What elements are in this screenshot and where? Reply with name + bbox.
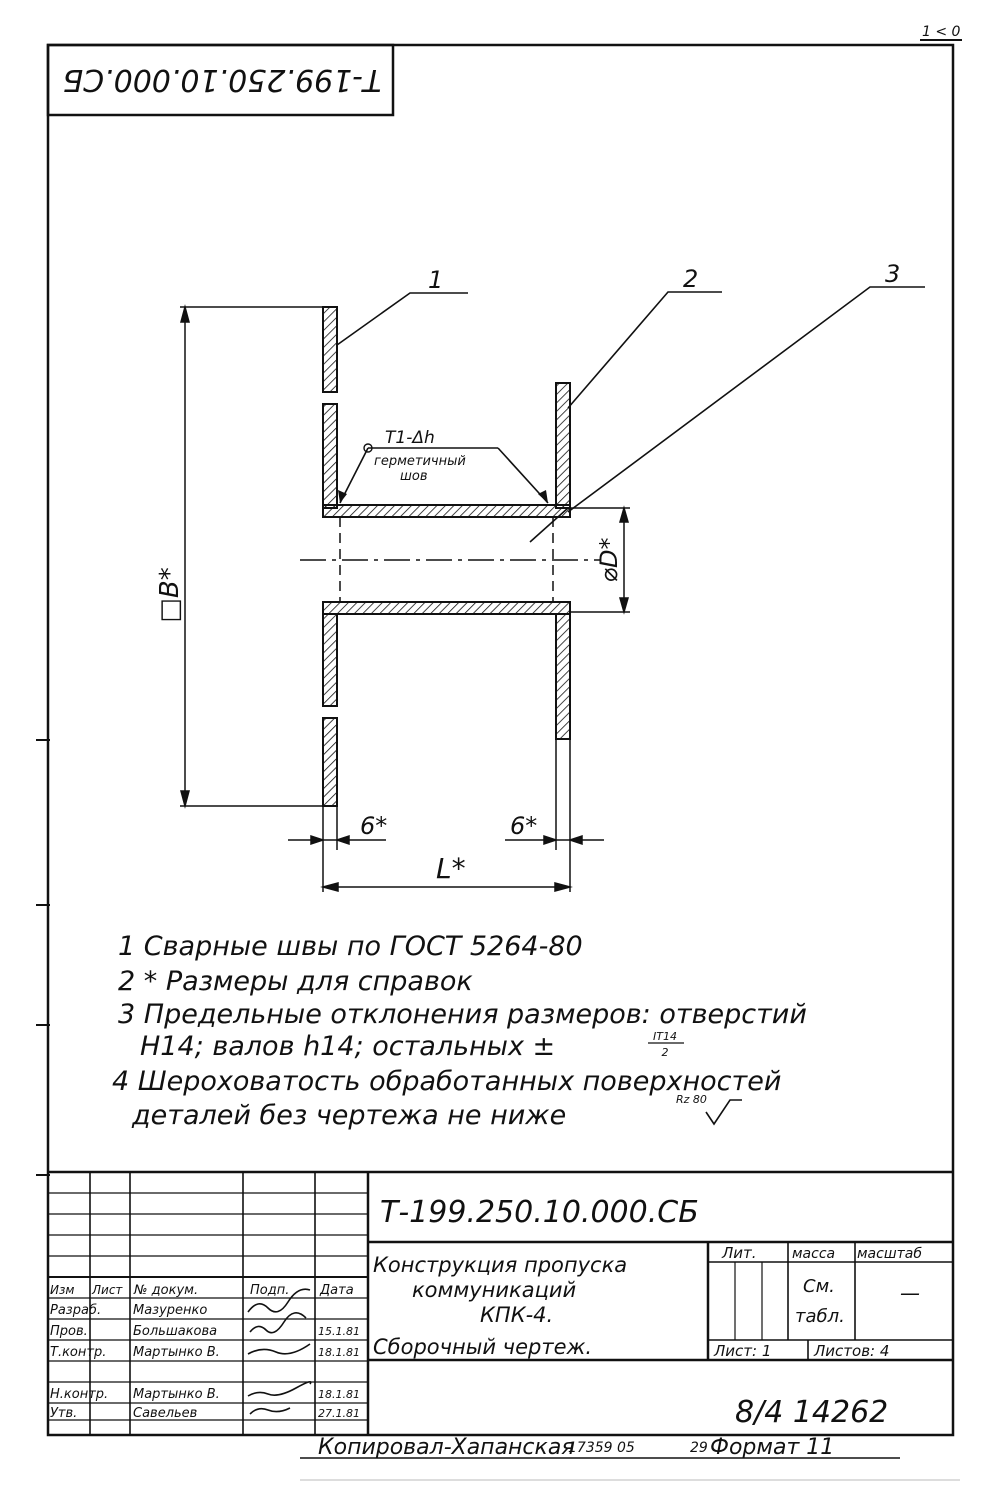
title-name-3: КПК-4. [480, 1303, 553, 1327]
callout-3: 3 [885, 260, 900, 288]
dimension-b-label: □В* [155, 567, 185, 622]
footer-num: 29 [690, 1440, 708, 1456]
footer-copied: Копировал-Хапанская [318, 1435, 575, 1460]
callout-2: 2 [683, 265, 698, 293]
header-sign: Подп. [250, 1283, 289, 1298]
note-1: 1 Сварные швы по ГОСТ 5264-80 [118, 931, 583, 962]
row-date: 15.1.81 [318, 1325, 360, 1338]
title-doc-code: Т-199.250.10.000.СБ [380, 1195, 699, 1230]
header-list: Лист [91, 1283, 123, 1297]
scale-label: масштаб [857, 1246, 922, 1262]
weld-note-1: герметичный [374, 454, 466, 469]
row-name: Савельев [133, 1406, 197, 1421]
roughness-value: Rz 80 [676, 1093, 707, 1106]
note-4: 4 Шероховатость обработанных поверхносте… [112, 1066, 781, 1097]
dimension-thickness [288, 739, 604, 892]
top-stamp-box [46, 43, 395, 117]
row-date: 18.1.81 [318, 1388, 360, 1401]
dimension-l-label: L* [436, 852, 466, 885]
title-block-grid [48, 1170, 953, 1435]
callout-1: 1 [428, 266, 443, 294]
weld-symbol-code: Т1-Δh [385, 428, 435, 448]
lit-label: Лит. [721, 1244, 757, 1262]
pipe [322, 504, 571, 615]
dimension-l [320, 882, 573, 892]
technical-notes: 1 Сварные швы по ГОСТ 5264-80 2 * Размер… [112, 931, 807, 1131]
row-role: Утв. [50, 1406, 77, 1421]
scale-value: — [900, 1281, 920, 1305]
row-name: Большакова [133, 1324, 217, 1339]
inventory-number: 8/4 14262 [735, 1395, 888, 1430]
note-4-cont: деталей без чертежа не ниже [131, 1100, 566, 1131]
callout-leaders [336, 286, 925, 543]
mass-value-2: табл. [795, 1306, 845, 1327]
dimension-d [570, 505, 630, 615]
header-date: Дата [319, 1283, 354, 1298]
mass-value-1: См. [803, 1276, 835, 1297]
signature-rows: Разраб. Мазуренко Пров. Большакова 15.1.… [50, 1303, 360, 1421]
title-name-1: Конструкция пропуска [373, 1253, 627, 1277]
margin-ticks [36, 739, 50, 1176]
row-role: Разраб. [50, 1303, 101, 1318]
row-name: Мазуренко [133, 1303, 207, 1318]
weld-symbol: Т1-Δh герметичный шов [338, 428, 549, 504]
row-role: Пров. [50, 1324, 88, 1339]
title-name-2: коммуникаций [412, 1278, 576, 1302]
note-3: 3 Предельные отклонения размеров: отверс… [118, 999, 807, 1030]
right-plate [555, 382, 571, 740]
footer-format: Формат 11 [710, 1435, 834, 1460]
left-plate [322, 306, 338, 807]
sheet-label: Лист: 1 [713, 1342, 771, 1360]
top-stamp-text: Т-199.250.10.000.СБ [63, 62, 382, 97]
row-date: 27.1.81 [318, 1407, 360, 1420]
dimension-d-label: ⌀D* [595, 538, 623, 583]
note-3-cont: H14; валов h14; остальных ± [140, 1031, 555, 1062]
roughness-symbol [705, 1099, 742, 1126]
corner-mark: 1 < 0 [922, 24, 961, 40]
dimension-b [180, 304, 323, 809]
sheets-label: Листов: 4 [813, 1342, 889, 1360]
row-role: Н.контр. [50, 1387, 108, 1402]
footer-order: 17359 05 [568, 1440, 635, 1456]
note-2: 2 * Размеры для справок [118, 966, 473, 997]
row-date: 18.1.81 [318, 1346, 360, 1359]
row-name: Мартынко В. [133, 1345, 220, 1360]
tolerance-denominator: 2 [662, 1046, 669, 1059]
dimension-s2-label: 6* [510, 812, 537, 840]
title-name-4: Сборочный чертеж. [373, 1335, 592, 1359]
mass-label: масса [792, 1246, 835, 1262]
row-name: Мартынко В. [133, 1387, 220, 1402]
header-doc: № докум. [133, 1283, 198, 1298]
weld-note-2: шов [400, 469, 428, 484]
tolerance-numerator: IT14 [653, 1030, 677, 1043]
row-role: Т.контр. [50, 1345, 106, 1360]
signature-marks [247, 1288, 312, 1415]
header-izm: Изм [50, 1283, 74, 1297]
dimension-s1-label: 6* [360, 812, 387, 840]
